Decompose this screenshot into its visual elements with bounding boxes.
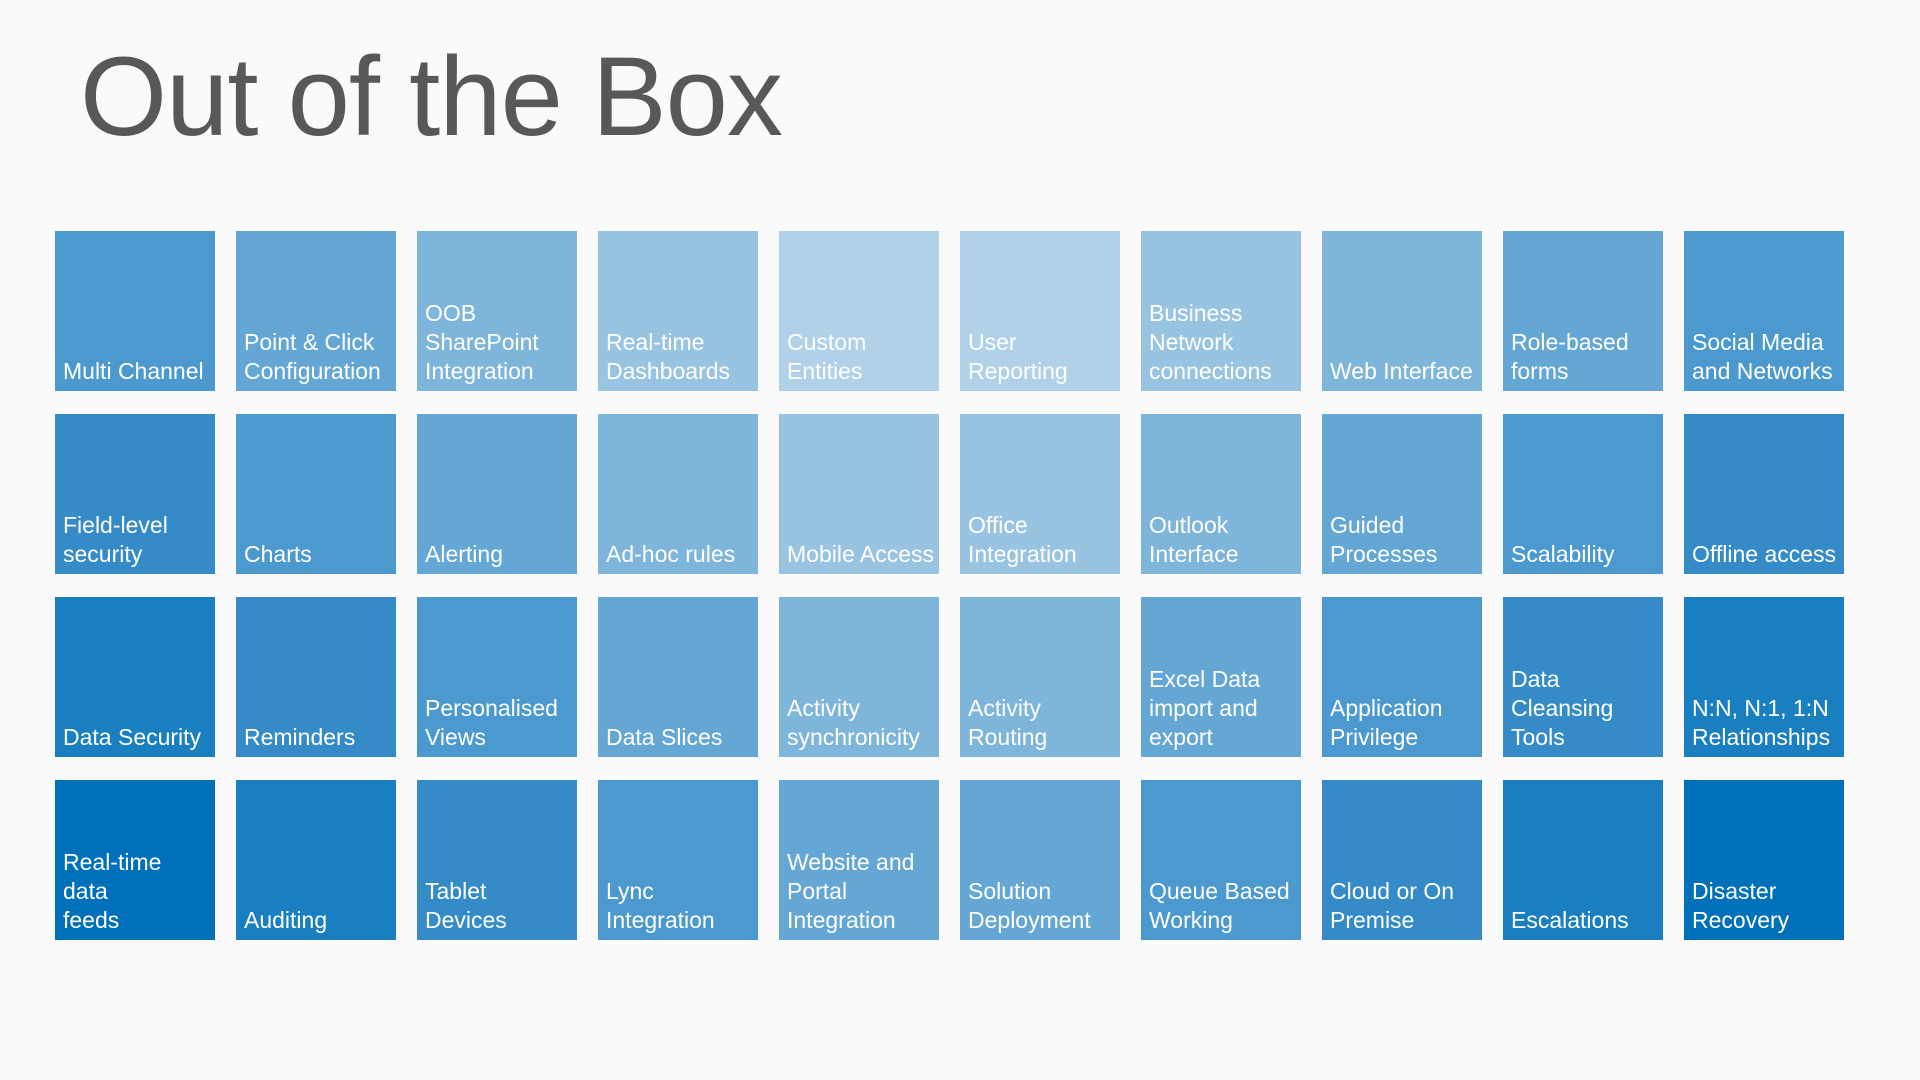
feature-tile[interactable]: Web Interface — [1322, 231, 1482, 391]
feature-tile-label: Multi Channel — [63, 358, 204, 384]
feature-tile-label: Field-level security — [63, 512, 168, 567]
feature-tile-label: Website and Portal Integration — [787, 849, 915, 933]
feature-tile[interactable]: Offline access — [1684, 414, 1844, 574]
feature-tile[interactable]: Activity synchronicity — [779, 597, 939, 757]
feature-tile[interactable]: Custom Entities — [779, 231, 939, 391]
feature-tile-label: OOB SharePoint Integration — [425, 300, 539, 384]
feature-tile[interactable]: Role-based forms — [1503, 231, 1663, 391]
feature-tile-label: Ad-hoc rules — [606, 541, 736, 567]
feature-tile-label: Auditing — [244, 907, 328, 933]
feature-tile[interactable]: Activity Routing — [960, 597, 1120, 757]
feature-tile[interactable]: Personalised Views — [417, 597, 577, 757]
feature-tile[interactable]: Social Media and Networks — [1684, 231, 1844, 391]
feature-tile-label: Data Security — [63, 724, 202, 750]
feature-tile[interactable]: Tablet Devices — [417, 780, 577, 940]
feature-tile-label: Guided Processes — [1330, 512, 1438, 567]
feature-tile[interactable]: Business Network connections — [1141, 231, 1301, 391]
feature-tile-label: Web Interface — [1330, 358, 1473, 384]
feature-tile[interactable]: N:N, N:1, 1:N Relationships — [1684, 597, 1844, 757]
feature-tile-label: Social Media and Networks — [1692, 329, 1833, 384]
feature-tile[interactable]: Mobile Access — [779, 414, 939, 574]
feature-tile[interactable]: Field-level security — [55, 414, 215, 574]
feature-tile-label: Queue Based Working — [1149, 878, 1290, 933]
feature-tile[interactable]: Lync Integration — [598, 780, 758, 940]
feature-tile-label: User Reporting — [968, 329, 1068, 384]
feature-tile[interactable]: Multi Channel — [55, 231, 215, 391]
feature-tile-label: Disaster Recovery — [1692, 878, 1790, 933]
feature-tile-label: Activity Routing — [968, 695, 1048, 750]
feature-tile[interactable]: Queue Based Working — [1141, 780, 1301, 940]
feature-tile[interactable]: Real-time Dashboards — [598, 231, 758, 391]
feature-tile-label: Cloud or On Premise — [1330, 878, 1455, 933]
feature-tile-label: Personalised Views — [425, 695, 558, 750]
feature-tile-label: Data Slices — [606, 724, 723, 750]
feature-tile[interactable]: Scalability — [1503, 414, 1663, 574]
feature-tile-label: Excel Data import and export — [1149, 666, 1261, 750]
feature-tile-label: Alerting — [425, 541, 503, 567]
feature-tile-label: Role-based forms — [1511, 329, 1629, 384]
feature-tile-label: Office Integration — [968, 512, 1077, 567]
feature-tile-label: Lync Integration — [606, 878, 715, 933]
feature-tile-label: Scalability — [1511, 541, 1615, 567]
feature-tile-label: N:N, N:1, 1:N Relationships — [1692, 695, 1831, 750]
feature-tile[interactable]: Auditing — [236, 780, 396, 940]
feature-tile[interactable]: User Reporting — [960, 231, 1120, 391]
feature-tile-grid: Multi Channel Point & Click Configuration… — [55, 231, 1844, 940]
feature-tile[interactable]: Outlook Interface — [1141, 414, 1301, 574]
feature-tile-label: Solution Deployment — [968, 878, 1091, 933]
feature-tile-label: Point & Click Configuration — [244, 329, 381, 384]
feature-tile-label: Real-time Dashboards — [606, 329, 731, 384]
feature-tile[interactable]: Excel Data import and export — [1141, 597, 1301, 757]
feature-tile-label: Data Cleansing Tools — [1511, 666, 1614, 750]
feature-tile-label: Business Network connections — [1149, 300, 1272, 384]
feature-tile-label: Mobile Access — [787, 541, 935, 567]
feature-tile-label: Activity synchronicity — [787, 695, 920, 750]
feature-tile-label: Tablet Devices — [425, 878, 507, 933]
feature-tile-label: Reminders — [244, 724, 356, 750]
feature-tile-label: Outlook Interface — [1149, 512, 1239, 567]
page-title: Out of the Box — [80, 34, 783, 159]
feature-tile[interactable]: Ad-hoc rules — [598, 414, 758, 574]
feature-tile[interactable]: Disaster Recovery — [1684, 780, 1844, 940]
feature-tile[interactable]: Data Security — [55, 597, 215, 757]
feature-tile[interactable]: Office Integration — [960, 414, 1120, 574]
feature-tile[interactable]: Escalations — [1503, 780, 1663, 940]
feature-tile-label: Real-time data feeds — [63, 849, 162, 933]
feature-tile-label: Escalations — [1511, 907, 1629, 933]
feature-tile[interactable]: Charts — [236, 414, 396, 574]
feature-tile[interactable]: Point & Click Configuration — [236, 231, 396, 391]
feature-tile-label: Offline access — [1692, 541, 1837, 567]
feature-tile[interactable]: Alerting — [417, 414, 577, 574]
feature-tile[interactable]: Reminders — [236, 597, 396, 757]
feature-tile[interactable]: Website and Portal Integration — [779, 780, 939, 940]
feature-tile[interactable]: Guided Processes — [1322, 414, 1482, 574]
feature-tile[interactable]: Real-time data feeds — [55, 780, 215, 940]
feature-tile-label: Application Privilege — [1330, 695, 1443, 750]
feature-tile-label: Custom Entities — [787, 329, 867, 384]
feature-tile[interactable]: Solution Deployment — [960, 780, 1120, 940]
feature-tile[interactable]: OOB SharePoint Integration — [417, 231, 577, 391]
feature-tile-label: Charts — [244, 541, 312, 567]
feature-tile[interactable]: Data Cleansing Tools — [1503, 597, 1663, 757]
feature-tile[interactable]: Data Slices — [598, 597, 758, 757]
feature-tile[interactable]: Application Privilege — [1322, 597, 1482, 757]
feature-tile[interactable]: Cloud or On Premise — [1322, 780, 1482, 940]
